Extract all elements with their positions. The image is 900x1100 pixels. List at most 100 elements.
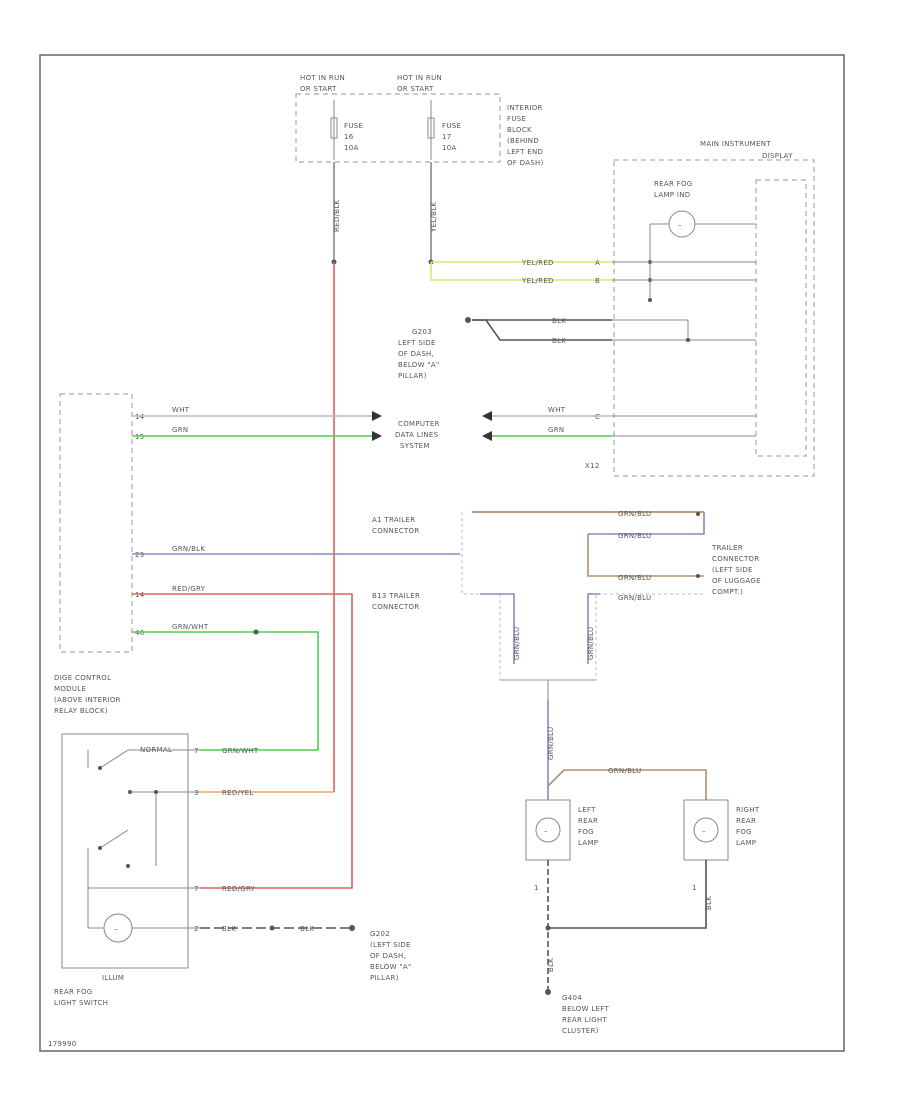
- wire-green-wht: [132, 631, 319, 751]
- svg-text:INTERIOR: INTERIOR: [507, 104, 543, 112]
- control-module: 14 15 29 14 46 DIGE CONTROL MODULE (ABOV…: [54, 393, 145, 715]
- svg-text:YEL/BLK: YEL/BLK: [430, 202, 438, 233]
- svg-text:(LEFT SIDE: (LEFT SIDE: [370, 941, 411, 949]
- svg-text:7: 7: [194, 885, 199, 893]
- wire-red-gry: [132, 593, 353, 889]
- svg-text:GRN/BLU: GRN/BLU: [587, 627, 595, 660]
- svg-text:FOG: FOG: [578, 828, 594, 836]
- svg-text:CONNECTOR: CONNECTOR: [372, 527, 420, 535]
- svg-text:PILLAR): PILLAR): [370, 974, 399, 982]
- svg-text:YEL/RED: YEL/RED: [521, 259, 554, 267]
- svg-text:10A: 10A: [442, 144, 457, 152]
- svg-text:GRN/WHT: GRN/WHT: [222, 747, 259, 755]
- svg-text:7: 7: [194, 747, 199, 755]
- wire-rf-top: [547, 769, 707, 800]
- svg-text:B: B: [595, 277, 600, 285]
- svg-text:YEL/RED: YEL/RED: [521, 277, 554, 285]
- computer-data-lines: WHT GRN COMPUTER DATA LINES SYSTEM WHT G…: [132, 406, 612, 450]
- svg-text:LAMP IND: LAMP IND: [654, 191, 690, 199]
- fuse-block: HOT IN RUN OR START HOT IN RUN OR START …: [295, 74, 543, 167]
- svg-text:FUSE: FUSE: [507, 115, 526, 123]
- svg-text:B13 TRAILER: B13 TRAILER: [372, 592, 420, 600]
- svg-text:–: –: [678, 221, 682, 229]
- svg-text:BELOW "A": BELOW "A": [398, 361, 439, 369]
- svg-text:WHT: WHT: [548, 406, 566, 414]
- svg-text:GRN/BLU: GRN/BLU: [547, 727, 555, 760]
- svg-text:10A: 10A: [344, 144, 359, 152]
- svg-text:G202: G202: [370, 930, 390, 938]
- svg-text:RED/GRY: RED/GRY: [172, 585, 206, 593]
- svg-text:GRN/BLK: GRN/BLK: [172, 545, 205, 553]
- svg-text:RED/BLK: RED/BLK: [333, 199, 341, 232]
- svg-text:REAR: REAR: [736, 817, 756, 825]
- svg-text:BLK: BLK: [547, 958, 555, 972]
- svg-text:REAR FOG: REAR FOG: [654, 180, 693, 188]
- svg-text:BLK: BLK: [222, 925, 236, 933]
- svg-text:LEFT END: LEFT END: [507, 148, 543, 156]
- svg-text:CONNECTOR: CONNECTOR: [372, 603, 420, 611]
- svg-text:BLK: BLK: [705, 896, 713, 910]
- svg-text:A: A: [595, 259, 600, 267]
- svg-text:COMPUTER: COMPUTER: [398, 420, 440, 428]
- svg-text:DISPLAY: DISPLAY: [762, 152, 793, 160]
- wire-yellow-2: [430, 262, 612, 281]
- svg-text:HOT IN RUN: HOT IN RUN: [397, 74, 442, 82]
- svg-text:LEFT: LEFT: [578, 806, 596, 814]
- svg-text:TRAILER: TRAILER: [711, 544, 743, 552]
- svg-text:RED/GRY: RED/GRY: [222, 885, 256, 893]
- svg-text:BELOW "A": BELOW "A": [370, 963, 411, 971]
- svg-text:RELAY BLOCK): RELAY BLOCK): [54, 707, 108, 715]
- svg-text:FOG: FOG: [736, 828, 752, 836]
- svg-text:LAMP: LAMP: [736, 839, 756, 847]
- svg-text:G404: G404: [562, 994, 582, 1002]
- svg-text:HOT IN RUN: HOT IN RUN: [300, 74, 345, 82]
- svg-text:OF LUGGAGE: OF LUGGAGE: [712, 577, 761, 585]
- svg-text:LIGHT SWITCH: LIGHT SWITCH: [54, 999, 108, 1007]
- svg-text:3: 3: [194, 789, 199, 797]
- svg-text:1: 1: [534, 884, 539, 892]
- svg-text:CLUSTER): CLUSTER): [562, 1027, 599, 1035]
- svg-text:GRN/BLU: GRN/BLU: [513, 627, 521, 660]
- diagram-frame: [39, 54, 845, 1052]
- svg-text:GRN/BLU: GRN/BLU: [618, 594, 651, 602]
- svg-text:(LEFT SIDE: (LEFT SIDE: [712, 566, 753, 574]
- svg-text:1: 1: [692, 884, 697, 892]
- svg-text:RED/YEL: RED/YEL: [222, 789, 254, 797]
- svg-text:14: 14: [135, 591, 145, 599]
- svg-text:REAR: REAR: [578, 817, 598, 825]
- svg-text:15: 15: [135, 433, 145, 441]
- svg-text:46: 46: [135, 629, 145, 637]
- svg-text:BLK: BLK: [300, 925, 314, 933]
- svg-text:14: 14: [135, 413, 145, 421]
- svg-text:BLK: BLK: [552, 337, 566, 345]
- svg-text:GRN/BLU: GRN/BLU: [618, 532, 651, 540]
- svg-text:A1 TRAILER: A1 TRAILER: [372, 516, 415, 524]
- svg-text:(ABOVE INTERIOR: (ABOVE INTERIOR: [54, 696, 121, 704]
- svg-text:BELOW LEFT: BELOW LEFT: [562, 1005, 609, 1013]
- svg-text:MODULE: MODULE: [54, 685, 86, 693]
- svg-text:(BEHIND: (BEHIND: [507, 137, 539, 145]
- ground-g203: BLK BLK G203 LEFT SIDE OF DASH, BELOW "A…: [398, 317, 612, 380]
- svg-text:OF DASH,: OF DASH,: [370, 952, 406, 960]
- svg-text:RIGHT: RIGHT: [736, 806, 760, 814]
- svg-text:DIGE CONTROL: DIGE CONTROL: [54, 674, 111, 682]
- svg-text:GRN/BLU: GRN/BLU: [618, 574, 651, 582]
- svg-text:16: 16: [344, 133, 354, 141]
- svg-text:BLK: BLK: [552, 317, 566, 325]
- svg-text:X12: X12: [585, 462, 600, 470]
- svg-text:GRN/BLU: GRN/BLU: [618, 510, 651, 518]
- main-instrument-display: MAIN INSTRUMENT DISPLAY REAR FOG LAMP IN…: [585, 140, 815, 477]
- svg-text:WHT: WHT: [172, 406, 190, 414]
- svg-text:SYSTEM: SYSTEM: [400, 442, 430, 450]
- svg-text:GRN: GRN: [548, 426, 564, 434]
- svg-text:FUSE: FUSE: [344, 122, 363, 130]
- svg-text:FUSE: FUSE: [442, 122, 461, 130]
- svg-text:ILLUM: ILLUM: [102, 974, 124, 982]
- svg-text:OR START: OR START: [397, 85, 434, 93]
- svg-text:PILLAR): PILLAR): [398, 372, 427, 380]
- left-rear-fog-lamp: – LEFT REAR FOG LAMP 1: [525, 799, 598, 892]
- rear-fog-light-switch: NORMAL – ILLUM REAR FOG LIGHT SWITCH 7 3…: [54, 733, 200, 1007]
- svg-text:GRN/BLU: GRN/BLU: [608, 767, 641, 775]
- svg-text:C: C: [595, 413, 600, 421]
